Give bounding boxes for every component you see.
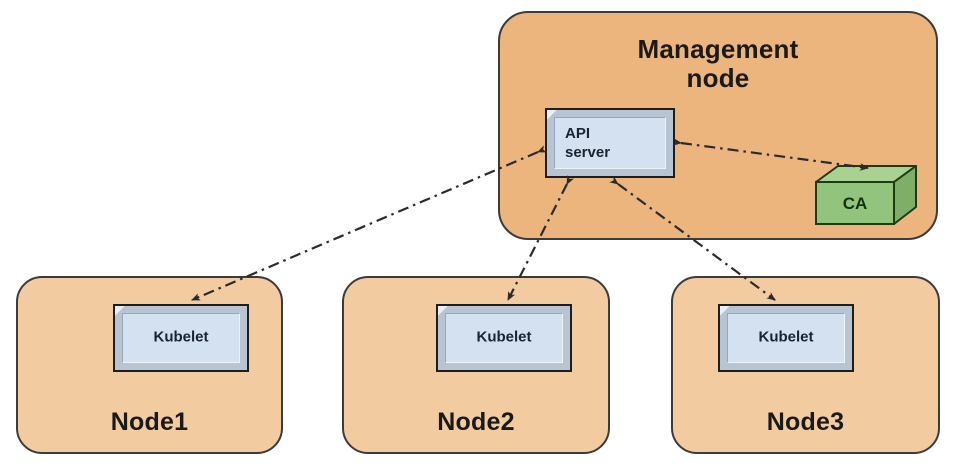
management-node-title: Management node: [637, 34, 799, 94]
kubelet-node3-face: Kubelet: [727, 313, 845, 363]
kubelet-node1-box[interactable]: Kubelet: [113, 304, 249, 372]
api-server-box[interactable]: API server: [545, 108, 675, 178]
node1-title: Node1: [110, 408, 189, 436]
api-server-label: API server: [565, 125, 611, 161]
kubelet-node2-face: Kubelet: [445, 313, 563, 363]
kubelet-node2-box[interactable]: Kubelet: [436, 304, 572, 372]
node3-title: Node3: [766, 408, 845, 436]
kubelet-node3-box[interactable]: Kubelet: [718, 304, 854, 372]
ca-box-shape: [815, 165, 917, 225]
kubelet-node3-label: Kubelet: [758, 328, 814, 346]
api-server-face: API server: [554, 117, 666, 169]
node2-title: Node2: [437, 408, 515, 436]
ca-box[interactable]: CA: [812, 164, 917, 226]
kubelet-node1-label: Kubelet: [153, 328, 209, 346]
kubelet-node1-face: Kubelet: [122, 313, 240, 363]
kubelet-node2-label: Kubelet: [476, 328, 532, 346]
